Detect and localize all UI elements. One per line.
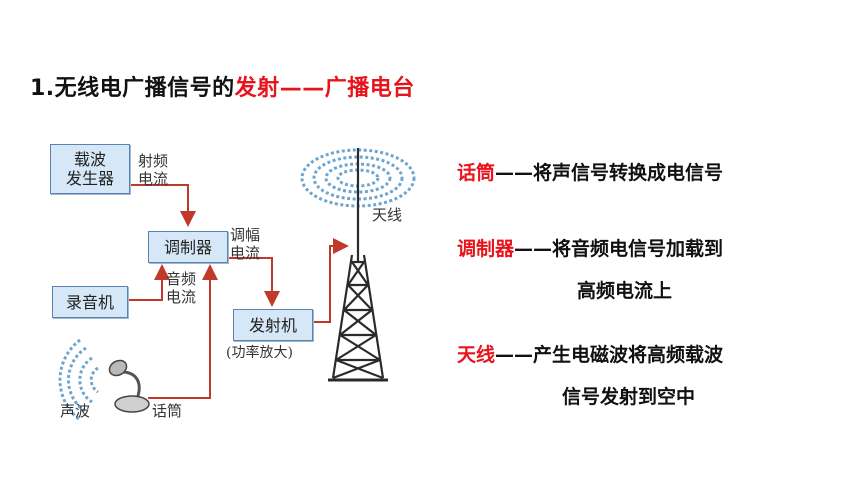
modulator-box: 调制器 bbox=[148, 231, 228, 263]
am-current-line2: 电流 bbox=[230, 244, 261, 262]
carrier-generator-line1: 载波 bbox=[73, 150, 106, 169]
signal-arrows bbox=[128, 184, 349, 399]
carrier-generator-line2: 发生器 bbox=[65, 169, 114, 188]
title-highlight-transmit: 发射 bbox=[234, 76, 280, 101]
description-dash: —— bbox=[495, 344, 534, 366]
page-title: 1.无线电广播信号的发射——广播电台 bbox=[30, 70, 415, 102]
description-antenna: 天线——产生电磁波将高频载波 信号发射到空中 bbox=[457, 342, 723, 410]
am-current-line1: 调幅 bbox=[230, 226, 261, 244]
microphone-label: 话筒 bbox=[152, 402, 183, 420]
carrier-generator-box: 载波 发生器 bbox=[50, 144, 130, 194]
title-dash: —— bbox=[279, 76, 325, 101]
recorder-label: 录音机 bbox=[65, 292, 114, 312]
audio-current-line1: 音频 bbox=[166, 270, 197, 288]
soundwave-label: 声波 bbox=[60, 402, 91, 420]
modulator-label: 调制器 bbox=[163, 237, 212, 257]
antenna-label: 天线 bbox=[372, 206, 403, 224]
description-continuation: 信号发射到空中 bbox=[562, 386, 696, 408]
transmitter-label: 发射机 bbox=[248, 315, 297, 335]
description-continuation: 高频电流上 bbox=[577, 280, 673, 302]
description-microphone: 话筒——将声信号转换成电信号 bbox=[457, 160, 723, 186]
transmitter-box: 发射机 bbox=[233, 309, 313, 341]
description-text: 将声信号转换成电信号 bbox=[533, 162, 724, 184]
description-term: 天线 bbox=[457, 344, 496, 366]
rf-current-line2: 电流 bbox=[138, 170, 169, 188]
description-term: 话筒 bbox=[457, 162, 496, 184]
description-modulator: 调制器——将音频电信号加载到 高频电流上 bbox=[457, 236, 723, 304]
am-current-label: 调幅 电流 bbox=[230, 226, 260, 262]
transmitter-note: (功率放大) bbox=[226, 345, 293, 361]
title-highlight-station: 广播电台 bbox=[324, 76, 415, 101]
title-prefix: 1.无线电广播信号的 bbox=[30, 76, 235, 101]
sound-wave-icon bbox=[58, 338, 99, 422]
description-text: 产生电磁波将高频载波 bbox=[533, 344, 724, 366]
description-dash: —— bbox=[514, 238, 553, 260]
rf-current-label: 射频 电流 bbox=[138, 152, 168, 188]
audio-current-label: 音频 电流 bbox=[166, 270, 196, 306]
microphone-icon bbox=[108, 359, 150, 413]
antenna-tower bbox=[328, 148, 388, 382]
description-term: 调制器 bbox=[457, 238, 515, 260]
description-dash: —— bbox=[495, 162, 534, 184]
description-text: 将音频电信号加载到 bbox=[552, 238, 724, 260]
audio-current-line2: 电流 bbox=[166, 288, 197, 306]
rf-current-line1: 射频 bbox=[138, 152, 169, 170]
recorder-box: 录音机 bbox=[52, 286, 128, 318]
